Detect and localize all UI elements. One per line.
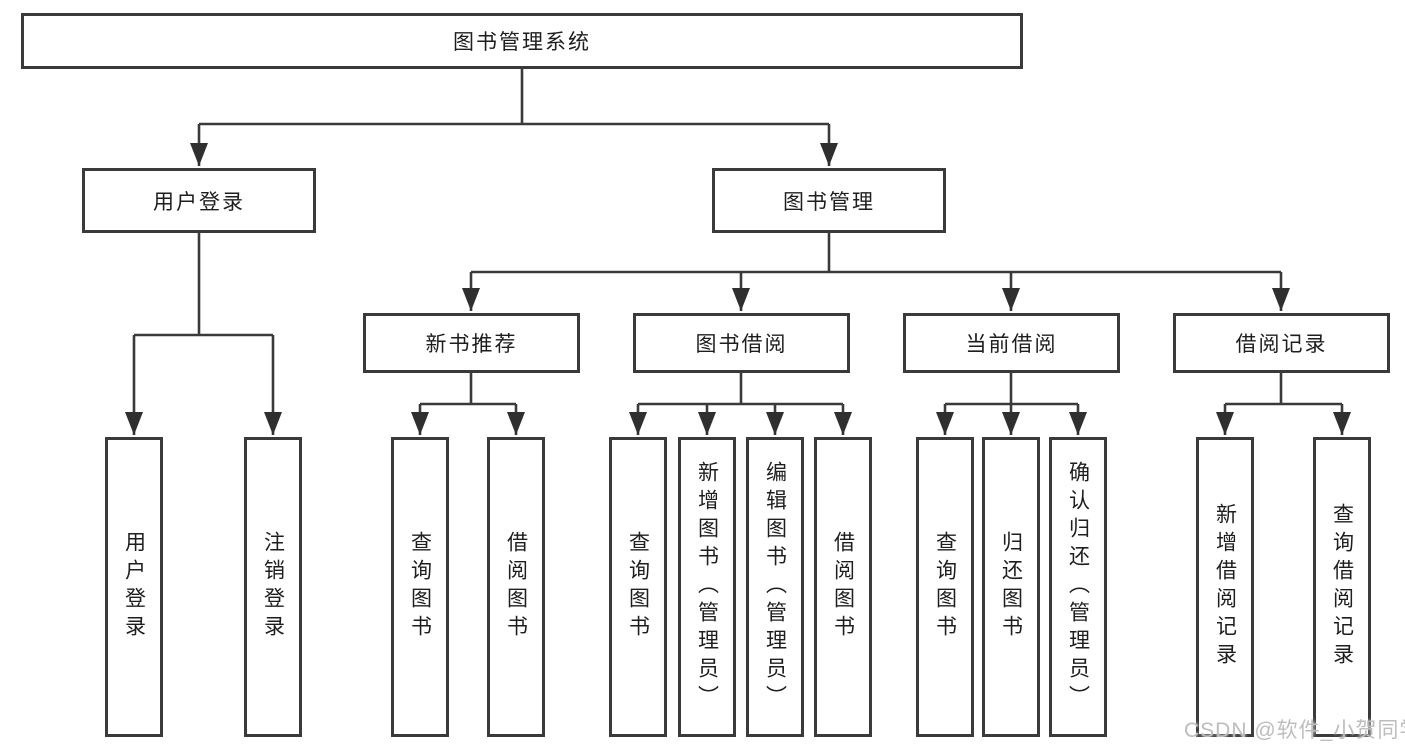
node-book-borrow: 图书借阅 xyxy=(633,313,850,373)
node-current-borrow: 当前借阅 xyxy=(903,313,1120,373)
leaf-add-books-admin: 新增图书（管理员） xyxy=(678,437,736,737)
node-new-book-recommend: 新书推荐 xyxy=(363,313,580,373)
node-root-system: 图书管理系统 xyxy=(21,13,1023,69)
leaf-query-books-1: 查询图书 xyxy=(391,437,449,737)
node-user-login: 用户登录 xyxy=(82,168,316,233)
leaf-query-books-2: 查询图书 xyxy=(609,437,667,737)
leaf-borrow-books-1: 借阅图书 xyxy=(487,437,545,737)
leaf-add-borrow-record: 新增借阅记录 xyxy=(1196,437,1254,737)
leaf-query-books-3: 查询图书 xyxy=(916,437,974,737)
leaf-confirm-return-admin: 确认归还（管理员） xyxy=(1049,437,1107,737)
leaf-borrow-books-2: 借阅图书 xyxy=(814,437,872,737)
leaf-user-login: 用户登录 xyxy=(105,437,163,737)
leaf-query-borrow-record: 查询借阅记录 xyxy=(1313,437,1371,737)
watermark: CSDN @软件_小贺同学 xyxy=(1184,719,1405,742)
leaf-edit-books-admin: 编辑图书（管理员） xyxy=(746,437,804,737)
leaf-return-books: 归还图书 xyxy=(982,437,1040,737)
node-borrow-record: 借阅记录 xyxy=(1173,313,1390,373)
leaf-logout: 注销登录 xyxy=(244,437,302,737)
node-book-management: 图书管理 xyxy=(712,168,946,233)
